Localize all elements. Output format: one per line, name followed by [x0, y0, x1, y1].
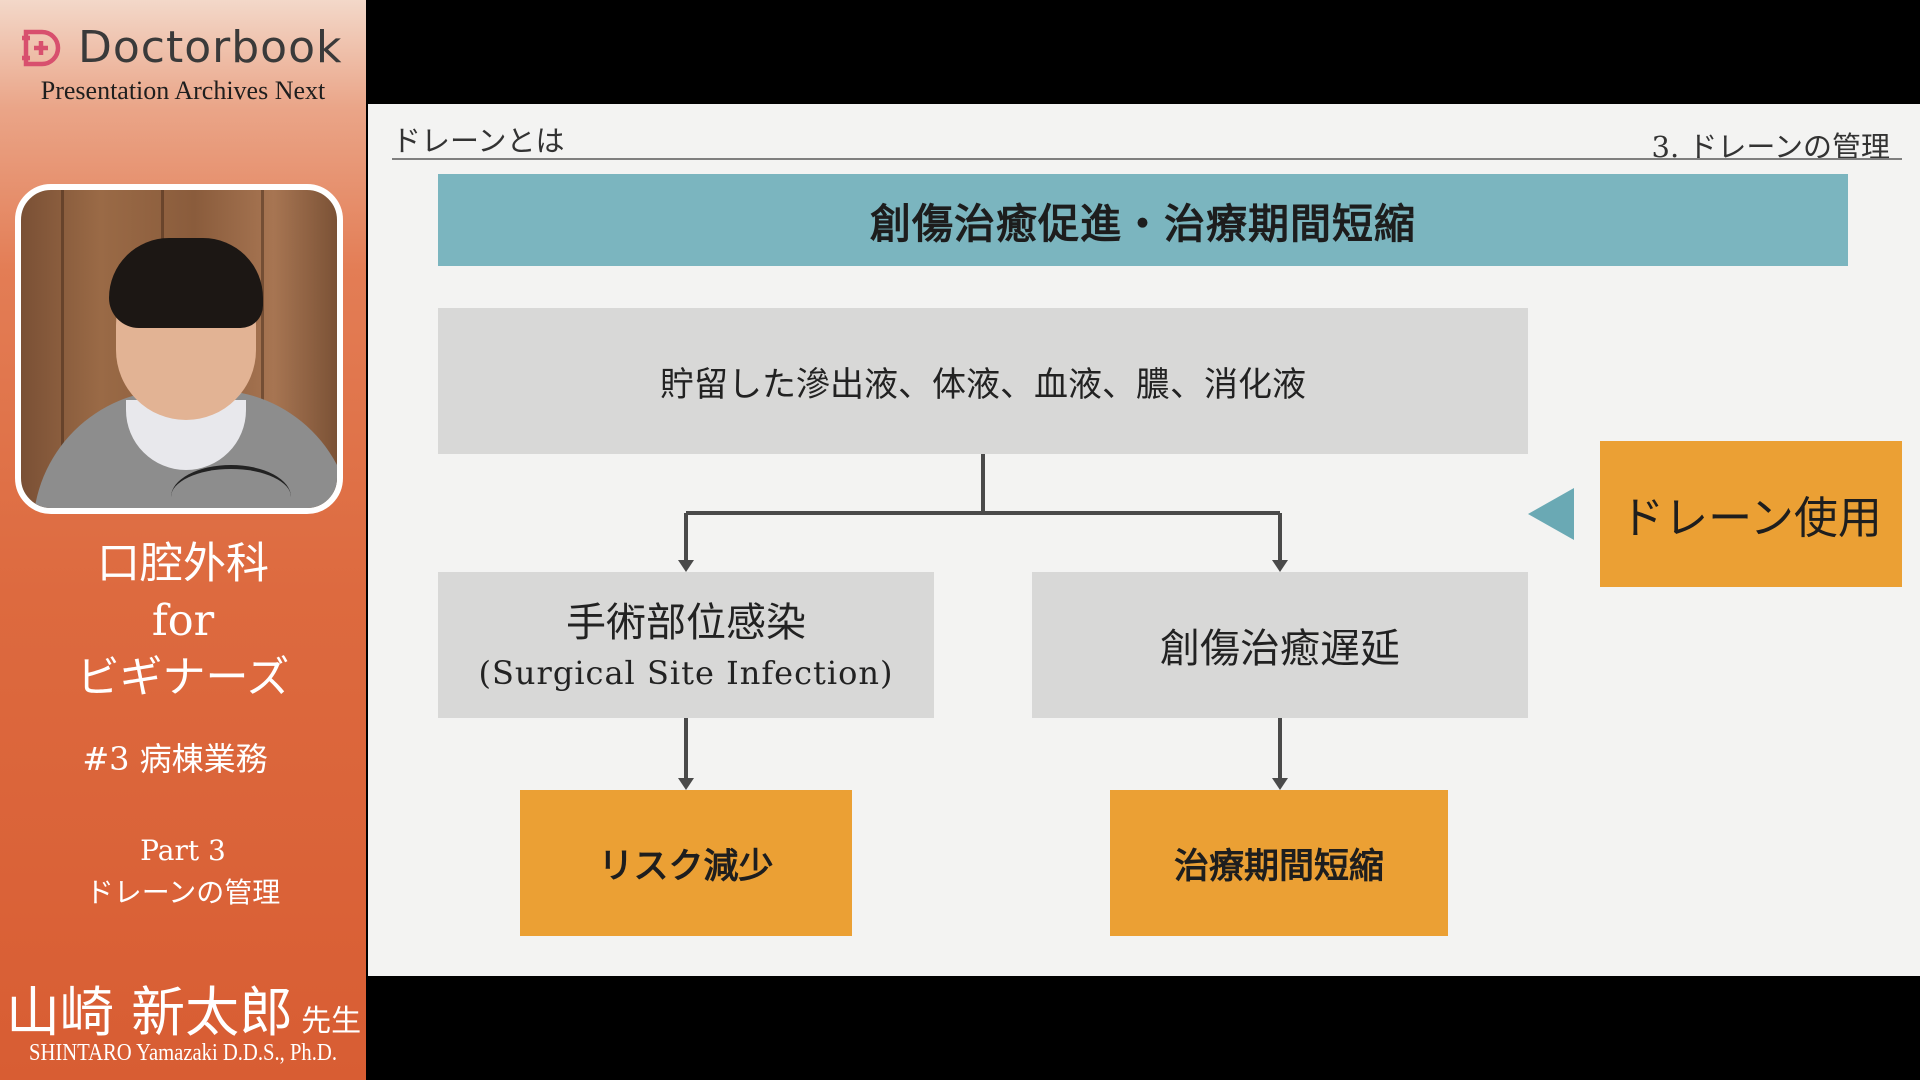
wall-panel-line: [261, 190, 264, 508]
slide: ドレーンとは 3. ドレーンの管理 創傷治癒促進・治療期間短縮 貯留した滲出液、…: [368, 104, 1920, 976]
arrow-head: [1272, 778, 1288, 790]
part-title: ドレーンの管理: [85, 876, 281, 909]
goal-banner: 創傷治癒促進・治療期間短縮: [438, 174, 1848, 266]
part-number: Part 3: [140, 834, 226, 867]
speaker-hair: [109, 238, 263, 328]
teacher-honorific: 先生: [301, 1004, 362, 1039]
treatment-period-box: 治療期間短縮: [1110, 790, 1448, 936]
ssi-sub-label: (Surgical Site Infection): [478, 654, 894, 692]
arrow-head: [678, 778, 694, 790]
doctorbook-logo: Doctorbook: [20, 22, 350, 74]
connector-lines: [678, 454, 1574, 790]
drain-use-box: ドレーン使用: [1600, 441, 1902, 587]
microphone-cable: [171, 465, 291, 508]
course-title-line: ビギナーズ: [76, 653, 290, 703]
doctorbook-logo-icon: [22, 29, 61, 67]
teacher-name-text: 山崎 新太郎: [6, 981, 294, 1044]
risk-reduction-box: リスク減少: [520, 790, 852, 936]
course-title: 口腔外科 for ビギナーズ: [0, 536, 366, 707]
part-label: Part 3 ドレーンの管理: [0, 830, 366, 914]
episode-label: #3 病棟業務: [82, 740, 268, 778]
sidebar: Doctorbook Presentation Archives Next 口腔…: [0, 0, 366, 1080]
course-title-line: 口腔外科: [97, 539, 269, 589]
slide-title: ドレーンとは: [392, 124, 565, 158]
ssi-box: 手術部位感染 (Surgical Site Infection): [438, 572, 934, 718]
slide-divider: [392, 158, 1902, 160]
wall-panel-line: [61, 190, 64, 508]
brand-subtitle: Presentation Archives Next: [40, 76, 326, 105]
ssi-main-label: 手術部位感染: [566, 600, 806, 646]
teacher-name: 山崎 新太郎先生: [6, 968, 361, 1047]
fluids-box: 貯留した滲出液、体液、血液、膿、消化液: [438, 308, 1528, 454]
arrow-head: [678, 560, 694, 572]
arrow-head: [1272, 560, 1288, 572]
teal-triangle-arrow: [1528, 488, 1574, 540]
brand-name: Doctorbook: [78, 22, 343, 73]
speaker-video: [15, 184, 343, 514]
course-title-line: for: [151, 596, 215, 646]
teacher-name-en: SHINTARO Yamazaki D.D.S., Ph.D.: [29, 1040, 337, 1066]
healing-delay-box: 創傷治癒遅延: [1032, 572, 1528, 718]
